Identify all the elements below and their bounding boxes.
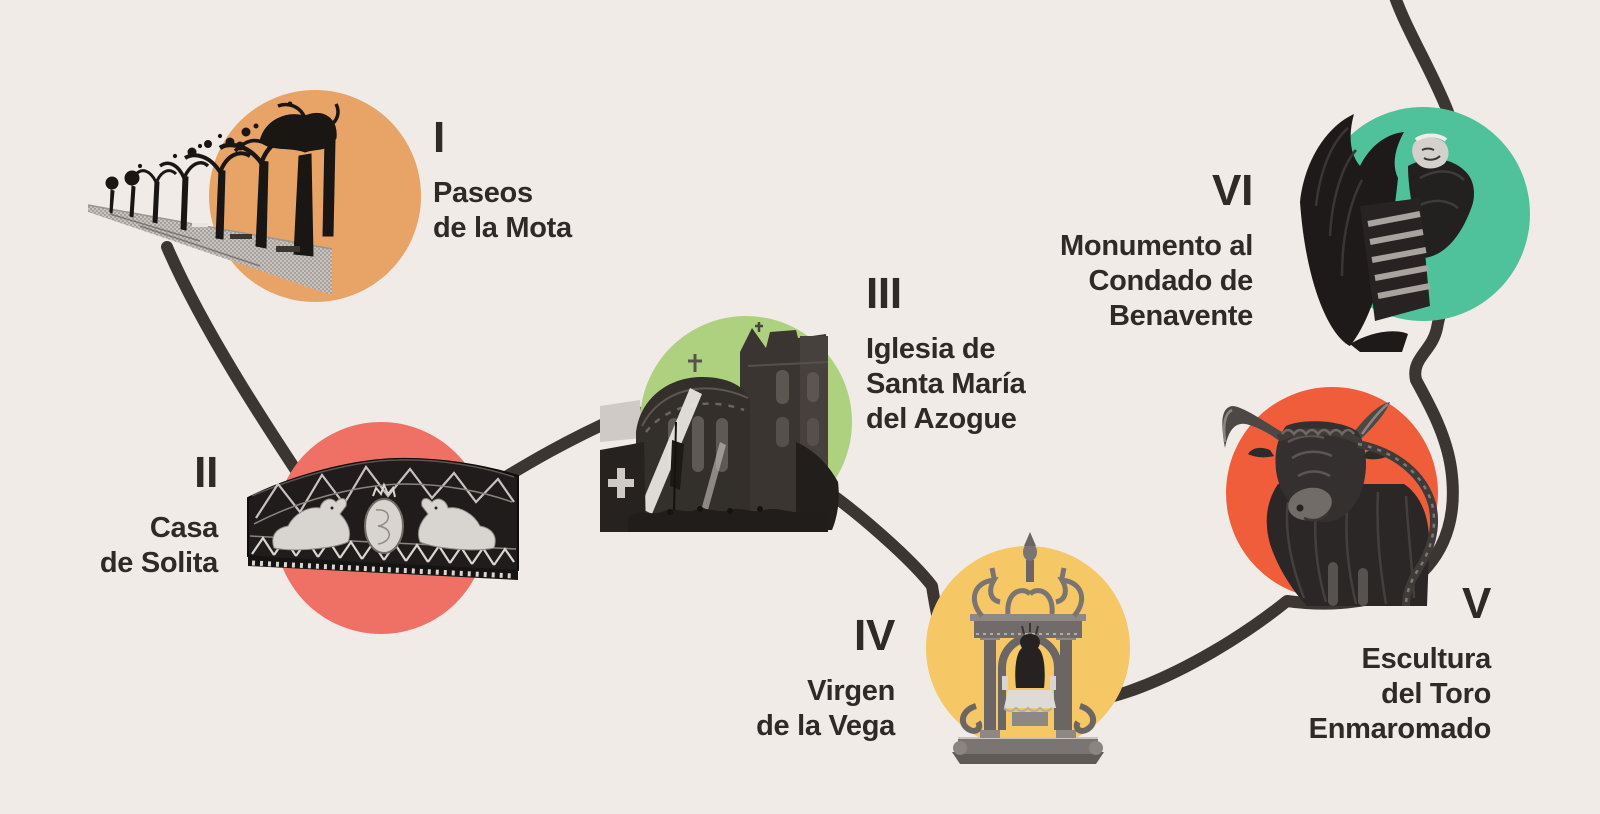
church-night-image (600, 322, 839, 532)
stop-name-line: de la Vega (756, 710, 895, 742)
stop-label-toro-enmaromado: V Escultura del Toro Enmaromado (1308, 579, 1492, 747)
stop-label-condado-de-benavente: VI Monumento al Condado de Benavente (1060, 169, 1253, 334)
stop-label-iglesia-santa-maria: III Iglesia de Santa María del Azogue (866, 272, 1026, 437)
stop-name-line: Benavente (1109, 300, 1253, 332)
roped-bull-image (1222, 402, 1439, 607)
stop-name-line: Condado de (1088, 265, 1253, 297)
stop-name-line: del Toro (1381, 678, 1491, 710)
stop-name-line: Virgen (807, 675, 895, 707)
stop-name-line: del Azogue (866, 403, 1017, 435)
stop-name-line: Paseos (433, 177, 533, 209)
stop-numeral: VI (1212, 166, 1253, 215)
stop-label-casa-de-solita: II Casa de Solita (100, 451, 218, 581)
stop-name-line: Escultura (1361, 643, 1492, 675)
stop-name-line: Iglesia de (866, 333, 996, 365)
stop-name-line: Enmaromado (1308, 713, 1492, 745)
stop-name-line: Casa (149, 512, 218, 544)
stop-name-line: de la Mota (433, 212, 572, 244)
stop-numeral: I (433, 113, 445, 162)
stop-numeral: IV (854, 611, 895, 660)
virgin-shrine-image (952, 532, 1104, 764)
stop-numeral: III (866, 269, 902, 318)
winged-monument-image (1300, 114, 1474, 352)
stop-numeral: II (194, 448, 218, 497)
stop-label-paseos-de-la-mota: I Paseos de la Mota (433, 116, 572, 246)
stop-label-virgen-de-la-vega: IV Virgen de la Vega (756, 614, 895, 744)
stop-name-line: de Solita (99, 547, 218, 579)
tree-lined-promenade-image (87, 101, 340, 295)
stop-name-line: Monumento al (1060, 230, 1253, 262)
stop-name-line: Santa María (866, 368, 1026, 400)
stop-numeral: V (1461, 579, 1491, 628)
gate-pediment-lions-image (247, 457, 519, 580)
